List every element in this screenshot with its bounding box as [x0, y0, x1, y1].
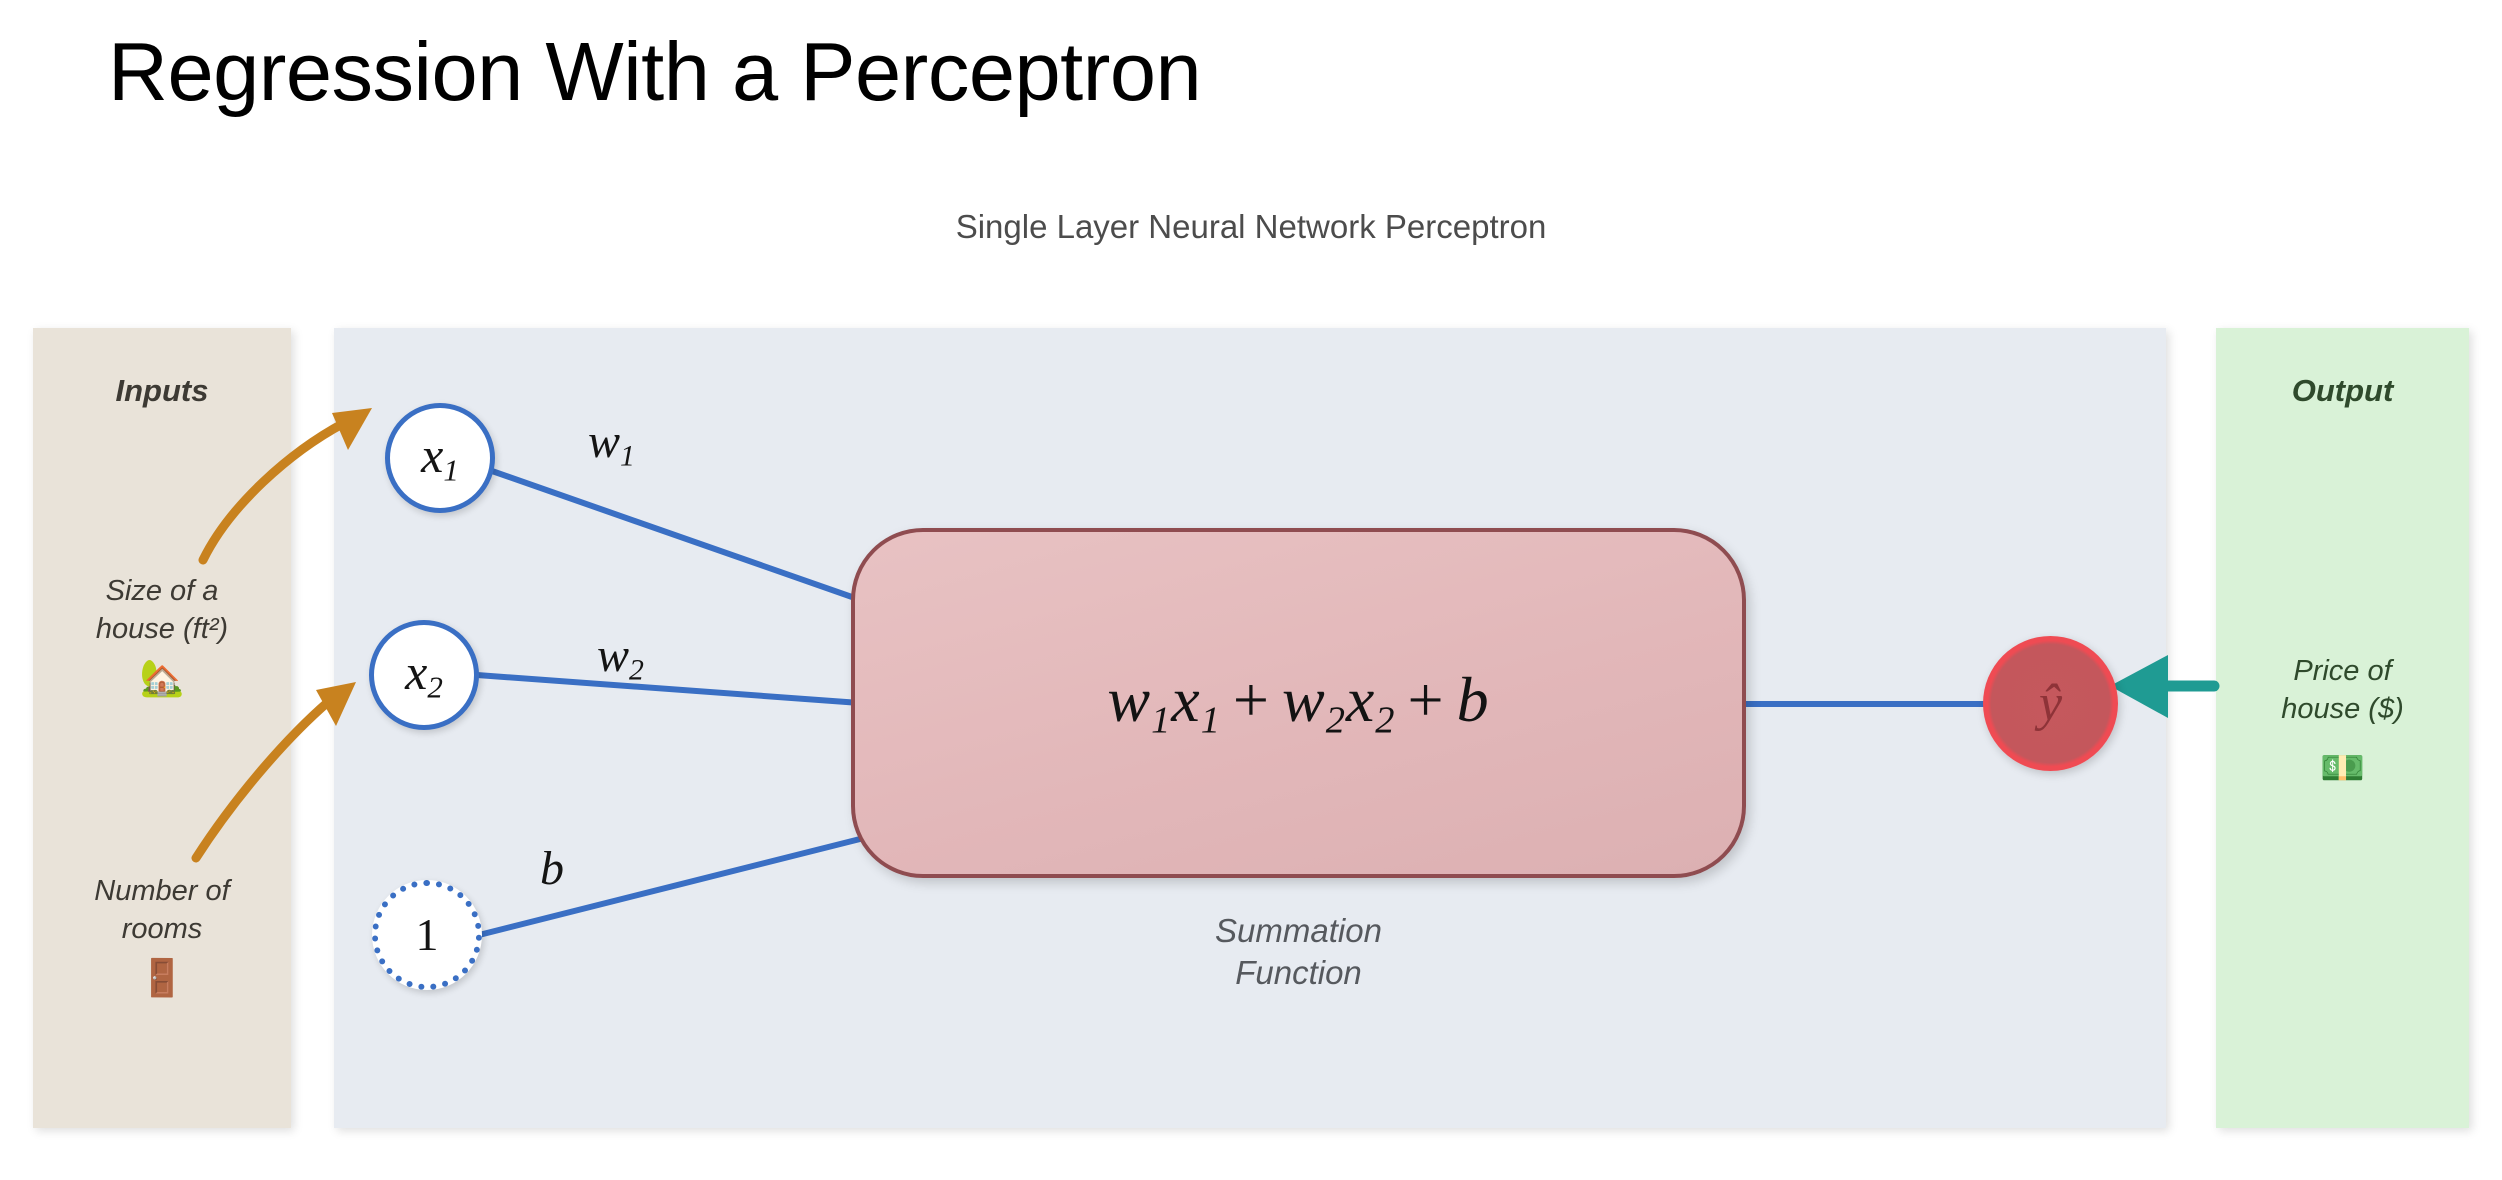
input-node-x2-label: x2	[405, 647, 443, 703]
weight-w1-subscript: 1	[620, 439, 635, 473]
input-item-2-label-line2: rooms	[121, 912, 203, 945]
output-panel-heading: Output	[2291, 373, 2394, 408]
formula-operator-2: +	[1407, 664, 1445, 736]
input-node-x1-base: x	[421, 427, 444, 484]
weight-w2-subscript: 2	[629, 653, 644, 687]
output-item-1-label-line2: house ($)	[2281, 692, 2404, 725]
formula-term2-coef: w	[1282, 664, 1326, 736]
weight-label-b: b	[540, 845, 564, 893]
formula-bias-term: b	[1456, 664, 1490, 736]
input-item-2-label-line1: Number of	[94, 875, 230, 907]
input-item-2-label: Number of rooms	[33, 873, 291, 948]
inputs-panel-heading: Inputs	[115, 373, 209, 408]
summation-caption-line1: Summation	[1215, 912, 1382, 949]
input-item-1-label-line1: Size of a	[105, 575, 219, 607]
summation-formula: w1x1+w2x2+b	[1107, 663, 1489, 743]
bias-node[interactable]: 1	[372, 880, 482, 990]
formula-term2-coef-sub: 2	[1325, 699, 1346, 742]
formula-operator-1: +	[1232, 664, 1270, 736]
money-emoji: 💵	[2320, 747, 2365, 788]
summation-caption-line2: Function	[1235, 954, 1362, 992]
inputs-panel: Inputs Size of a house (ft²) 🏡 Number of…	[33, 328, 291, 1128]
formula-term2-var: x	[1345, 664, 1376, 736]
weight-label-w1: w1	[588, 418, 635, 471]
input-node-x1-label: x1	[421, 430, 459, 486]
weight-w2-base: w	[597, 629, 630, 682]
page-subtitle: Single Layer Neural Network Perceptron	[955, 208, 1547, 245]
formula-term1-coef: w	[1107, 664, 1152, 736]
page-title: Regression With a Perceptron	[108, 25, 1202, 118]
summation-function-box[interactable]: w1x1+w2x2+b	[851, 528, 1746, 878]
input-node-x2-base: x	[405, 644, 428, 701]
weight-b-base: b	[540, 842, 564, 895]
output-panel: Output Price of house ($) 💵	[2216, 328, 2469, 1128]
output-node-yhat-label: ŷ	[2038, 674, 2063, 732]
input-node-x1-subscript: 1	[443, 452, 459, 488]
input-item-1-label: Size of a house (ft²)	[33, 573, 291, 648]
input-node-x2-subscript: 2	[427, 669, 443, 705]
weight-label-w2: w2	[597, 632, 644, 685]
house-emoji: 🏡	[139, 657, 185, 698]
input-node-x2[interactable]: x2	[369, 620, 479, 730]
output-node-yhat[interactable]: ŷ	[1983, 636, 2118, 771]
output-item-1-label: Price of house ($)	[2216, 653, 2469, 728]
door-emoji: 🚪	[139, 957, 185, 998]
output-item-1-label-line1: Price of	[2293, 655, 2392, 687]
formula-term1-coef-sub: 1	[1151, 699, 1172, 742]
summation-caption: Summation Function	[851, 910, 1746, 994]
formula-term1-var-sub: 1	[1200, 699, 1221, 742]
input-item-1-label-line2: house (ft²)	[95, 612, 229, 645]
weight-w1-base: w	[588, 415, 621, 468]
formula-term1-var: x	[1171, 664, 1201, 736]
formula-term2-var-sub: 2	[1375, 699, 1396, 742]
input-node-x1[interactable]: x1	[385, 403, 495, 513]
bias-node-label: 1	[415, 909, 439, 960]
